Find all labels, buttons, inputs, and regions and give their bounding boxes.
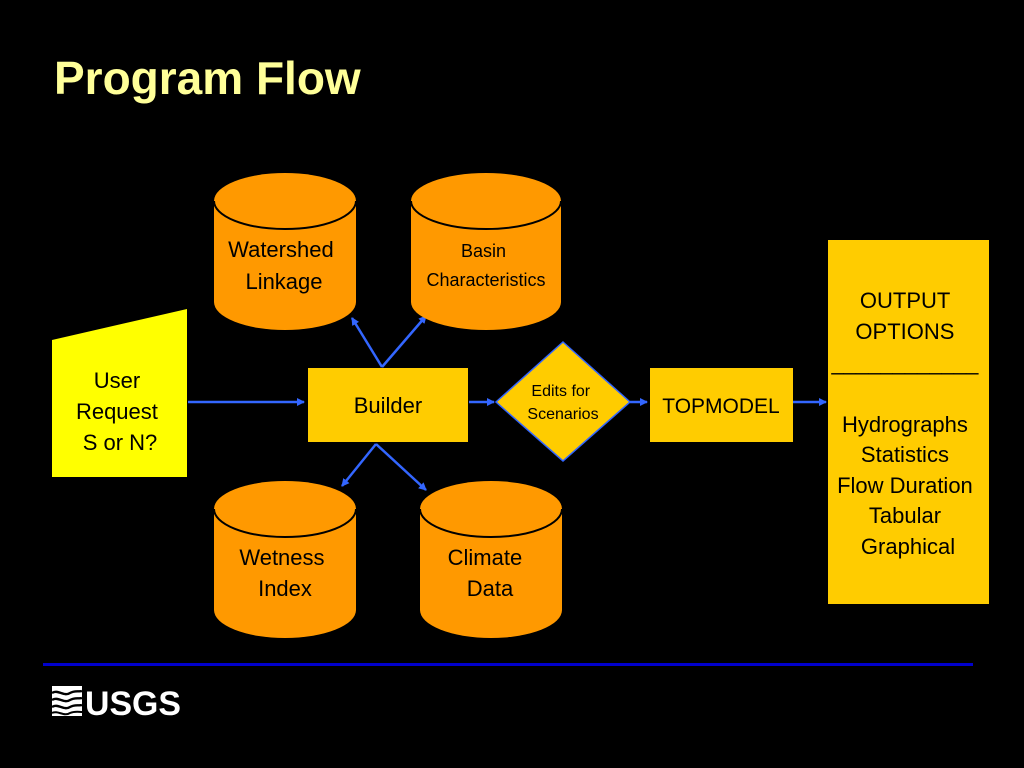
svg-text:Climate Data: Climate Data	[448, 545, 529, 601]
user-request-line-1: User	[94, 368, 140, 393]
watershed-linkage-line-2: Linkage	[245, 269, 322, 294]
arrow-builder-to-basin	[381, 315, 427, 368]
basin-characteristics-line-2: Characteristics	[426, 270, 545, 290]
output-options-box: OUTPUT OPTIONS ____________ Hydrographs …	[828, 240, 989, 604]
svg-text:Edits for Scenarios: Edits for Scenarios	[527, 383, 598, 423]
user-request-line-3: S or N?	[83, 430, 158, 455]
wetness-index-line-1: Wetness	[239, 545, 324, 570]
svg-text:Basin Characteristics: Basin Characteristics	[426, 241, 545, 290]
arrow-builder-to-wetness	[341, 443, 377, 487]
topmodel-box: TOPMODEL	[650, 368, 793, 442]
user-request-line-2: Request	[76, 399, 158, 424]
slide-title: Program Flow	[54, 52, 361, 104]
watershed-linkage-cylinder: Watershed Linkage	[213, 173, 357, 330]
flow-arrows	[188, 315, 827, 491]
wetness-index-cylinder: Wetness Index	[213, 481, 357, 638]
builder-box: Builder	[308, 368, 468, 442]
output-item-hydrographs: Hydrographs	[842, 412, 968, 437]
output-item-flow-duration: Flow Duration	[837, 473, 973, 498]
output-item-tabular: Tabular	[869, 503, 941, 528]
topmodel-label: TOPMODEL	[662, 395, 779, 418]
basin-characteristics-cylinder: Basin Characteristics	[410, 173, 562, 330]
climate-data-cylinder: Climate Data	[419, 481, 563, 638]
builder-label: Builder	[354, 393, 422, 418]
edits-for-scenarios-line-2: Scenarios	[527, 406, 598, 423]
basin-characteristics-line-1: Basin	[461, 241, 506, 261]
wetness-index-line-2: Index	[258, 576, 312, 601]
arrow-builder-to-watershed	[350, 317, 384, 368]
footer-divider	[43, 663, 973, 666]
output-options-divider: ____________	[831, 350, 980, 375]
output-item-graphical: Graphical	[861, 534, 955, 559]
climate-data-line-2: Data	[467, 576, 514, 601]
user-request-shape: User Request S or N?	[52, 309, 187, 477]
usgs-wave-icon	[52, 686, 83, 716]
svg-text:Watershed Linkage: Watershed Linkage	[228, 237, 340, 294]
watershed-linkage-line-1: Watershed	[228, 237, 334, 262]
arrow-builder-to-climate	[375, 443, 427, 491]
output-options-heading-line-1: OUTPUT	[860, 288, 950, 313]
edits-for-scenarios-line-1: Edits for	[531, 383, 590, 400]
climate-data-line-1: Climate	[448, 545, 523, 570]
output-options-heading-line-2: OPTIONS	[855, 319, 954, 344]
svg-text:OUTPUT OPTIONS ___: OUTPUT OPTIONS ____________ Hydrographs …	[831, 288, 985, 559]
edits-for-scenarios-diamond: Edits for Scenarios	[494, 340, 632, 462]
usgs-logo: USGS	[52, 685, 181, 720]
svg-text:Wetness Index: Wetness Index	[239, 545, 330, 601]
usgs-wordmark: USGS	[85, 685, 181, 720]
svg-text:User Request S or: User Request S or N?	[76, 368, 164, 455]
output-item-statistics: Statistics	[861, 442, 949, 467]
